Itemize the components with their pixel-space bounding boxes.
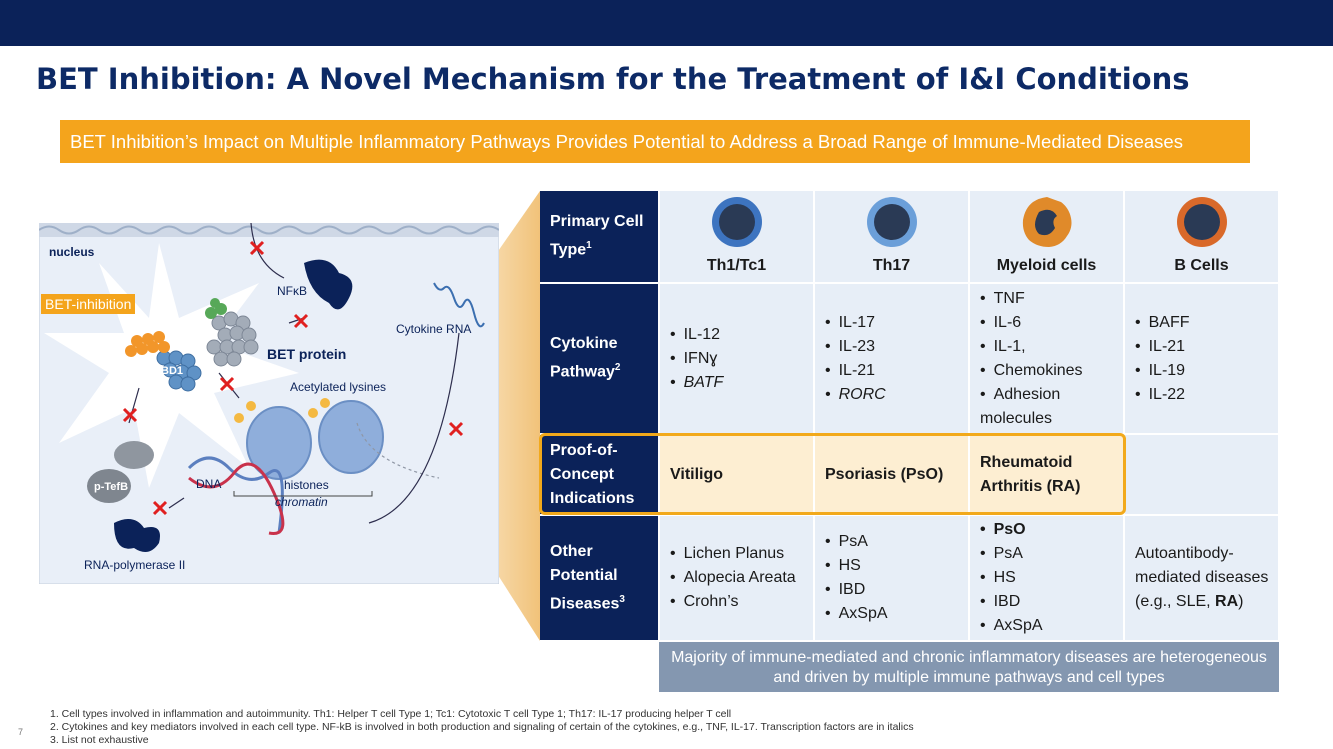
list-item: IL-23 [825,335,886,359]
poc-value: Psoriasis (PsO) [825,465,944,483]
list-item: BATF [670,371,724,395]
cytokine-cell-myeloid: TNFIL-6IL-1,ChemokinesAdhesion molecules [970,284,1123,433]
list-item: IL-17 [825,311,886,335]
dna-label: DNA [196,477,222,491]
cytokine-cell-b-cells: BAFFIL-21IL-19IL-22 [1125,284,1278,433]
poc-cell-b-cells [1125,435,1278,514]
footnote-ref-3: 3 [619,593,625,605]
list-item: HS [825,554,888,578]
list-item: IL-21 [1135,335,1190,359]
summary-note: Majority of immune-mediated and chronic … [659,642,1279,692]
bd1-label: BD1 [161,365,184,377]
list-item: PsO [980,518,1043,542]
row-header-cell-type-text: Primary Cell Type [550,213,644,259]
poc-value: Rheumatoid Arthritis (RA) [980,453,1081,495]
bd2-label: BD2 [174,340,197,352]
list-item: Chemokines [980,359,1123,383]
list-item: Lichen Planus [670,542,796,566]
cell-type-label: Th1/Tc1 [706,257,767,274]
other-text: Autoantibody-mediated diseases (e.g., SL… [1135,545,1269,610]
bet-protein-label: BET protein [267,346,347,362]
row-header-other-text: Other Potential Diseases [550,542,620,613]
row-header-poc: Proof-of-Concept Indications [540,435,658,514]
list-item: IL-1, [980,335,1123,359]
page-number: 7 [18,727,24,737]
column-header-th17: Th17 [815,191,968,282]
poc-highlight-box [539,433,1126,515]
cytokine-cell-th1: IL-12IFNɣBATF [660,284,813,433]
list-item: AxSpA [825,602,888,626]
list-item: BAFF [1135,311,1190,335]
list-item: IL-12 [670,323,723,347]
other-text: ) [1238,593,1244,610]
list-item: IL-6 [980,311,1123,335]
row-header-other: Other Potential Diseases3 [540,516,658,640]
other-cell-myeloid: PsOPsAHSIBDAxSpA [970,516,1123,640]
list-item: IL-22 [1135,383,1190,407]
banner: BET Inhibition’s Impact on Multiple Infl… [60,120,1250,163]
p-tefb-label: p-TefB [94,481,129,493]
myeloid-cell-icon [1022,197,1071,247]
column-header-b-cells: B Cells [1125,191,1278,282]
poc-cell-myeloid: Rheumatoid Arthritis (RA) [970,435,1123,514]
cytokine-cell-th17: IL-17IL-23IL-21RORC [815,284,968,433]
nfkb-label: NFκB [277,284,307,298]
other-text-bold: RA [1215,593,1239,610]
list-item: IL-21 [825,359,886,383]
acetylated-lysines-label: Acetylated lysines [290,380,387,394]
slide-title: BET Inhibition: A Novel Mechanism for th… [36,62,1190,96]
nucleus-label: nucleus [49,245,95,259]
list-item: IBD [980,590,1043,614]
histones-label: histones [284,478,329,492]
b-cell-icon [1176,197,1227,247]
list-item: PsA [825,530,888,554]
cell-type-label: Myeloid cells [996,257,1097,274]
other-cell-b-cells: Autoantibody-mediated diseases (e.g., SL… [1125,516,1278,640]
chromatin-label: chromatin [275,495,328,509]
other-cell-th17: PsAHSIBDAxSpA [815,516,968,640]
footnote: 1. Cell types involved in inflammation a… [50,708,732,720]
cytokine-rna-label: Cytokine RNA [396,322,472,336]
poc-cell-th1: Vitiligo [660,435,813,514]
t-cell-icon [866,197,917,247]
t-cell-icon [711,197,762,247]
footnote: 2. Cytokines and key mediators involved … [50,721,914,733]
poc-value: Vitiligo [670,465,724,483]
rna-polymerase-label: RNA-polymerase II [84,558,186,572]
footnote: 3. List not exhaustive [50,734,149,746]
top-bar [0,0,1333,46]
list-item: IBD [825,578,888,602]
list-item: RORC [825,383,886,407]
cell-type-label: B Cells [1174,257,1229,274]
list-item: Adhesion molecules [980,383,1123,431]
list-item: Crohn’s [670,590,796,614]
cell-type-label: Th17 [872,257,911,274]
list-item: HS [980,566,1043,590]
list-item: IFNɣ [670,347,723,371]
bet-mechanism-diagram: nucleus BET-inhibition NFκB BET protein … [39,223,499,584]
list-item: AxSpA [980,614,1043,638]
other-b-cells-text: Autoantibody-mediated diseases (e.g., SL… [1135,542,1274,614]
list-item: TNF [980,287,1123,311]
row-header-poc-text: Proof-of-Concept Indications [550,441,635,507]
list-item: Alopecia Areata [670,566,796,590]
other-cell-th1: Lichen PlanusAlopecia AreataCrohn’s [660,516,813,640]
column-header-myeloid: Myeloid cells [970,191,1123,282]
poc-cell-th17: Psoriasis (PsO) [815,435,968,514]
bet-inhibition-label: BET-inhibition [41,294,136,314]
footnote-ref-2: 2 [614,362,621,374]
list-item: PsA [980,542,1043,566]
column-header-th1: Th1/Tc1 [660,191,813,282]
row-header-cytokine-text: Cytokine Pathway [550,335,618,381]
list-item: IL-19 [1135,359,1190,383]
row-header-cytokine: Cytokine Pathway2 [540,284,658,433]
footnotes: 1. Cell types involved in inflammation a… [50,708,914,747]
footnote-ref-1: 1 [586,240,592,252]
row-header-cell-type: Primary Cell Type1 [540,191,658,282]
